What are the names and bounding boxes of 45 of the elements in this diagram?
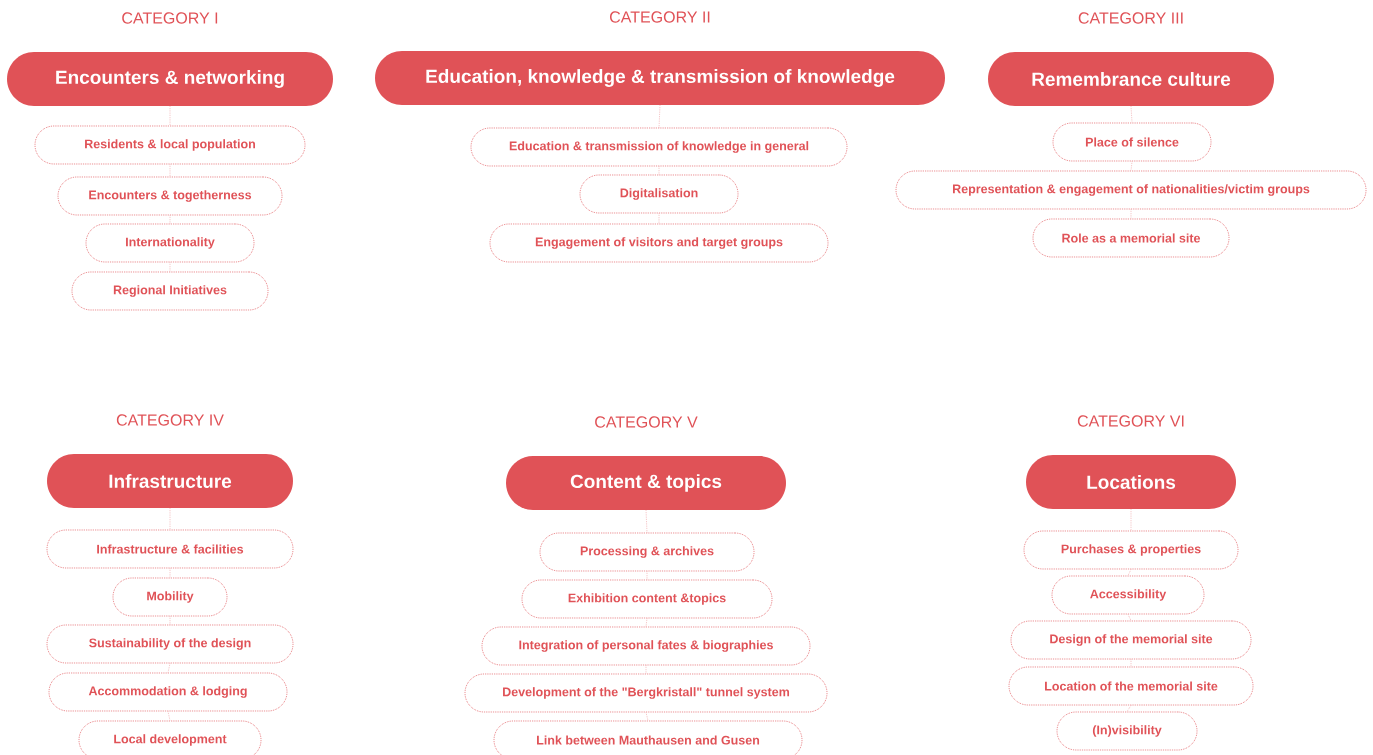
topic-pill: Internationality [85, 223, 255, 263]
connector-line [167, 711, 171, 721]
topic-pill: Residents & local population [34, 125, 306, 165]
topic-pill: Engagement of visitors and target groups [489, 223, 829, 263]
connector-line [645, 509, 648, 533]
topic-pill: Infrastructure & facilities [46, 529, 294, 569]
topic-pill: Development of the "Bergkristall" tunnel system [464, 673, 828, 713]
category-pill: Infrastructure [47, 454, 293, 508]
topic-pill: Representation & engagement of nationalities/victim groups [895, 170, 1367, 210]
topic-pill: Regional Initiatives [71, 271, 269, 311]
category-heading: CATEGORY IV [116, 414, 224, 426]
topic-pill: Accommodation & lodging [48, 672, 288, 712]
topic-pill: Mobility [112, 577, 228, 617]
category-heading: CATEGORY II [610, 11, 710, 23]
topic-pill: Link between Mauthausen and Gusen [493, 720, 803, 755]
category-pill: Remembrance culture [988, 52, 1274, 106]
topic-pill: Education & transmission of knowledge in general [470, 127, 848, 167]
topic-pill: Design of the memorial site [1010, 620, 1252, 660]
connector-line [1126, 705, 1132, 712]
topic-pill: Processing & archives [539, 532, 755, 572]
category-pill: Locations [1026, 455, 1236, 509]
topic-pill: Location of the memorial site [1008, 666, 1254, 706]
topic-pill: Sustainability of the design [46, 624, 294, 664]
connector-line [1127, 569, 1132, 576]
topic-pill: Purchases & properties [1023, 530, 1239, 570]
category-heading: CATEGORY III [1078, 12, 1183, 24]
connector-line [1130, 161, 1133, 171]
category-pill: Content & topics [506, 456, 786, 510]
category-heading: CATEGORY VI [1077, 415, 1184, 427]
topic-pill: Encounters & togetherness [57, 176, 283, 216]
category-heading: CATEGORY I [122, 12, 218, 24]
connector-line [1127, 614, 1132, 621]
category-pill: Encounters & networking [7, 52, 333, 106]
topic-pill: Exhibition content &topics [521, 579, 773, 619]
connector-line [658, 104, 661, 128]
topic-pill: (In)visibility [1056, 711, 1198, 751]
topic-pill: Integration of personal fates & biographies [481, 626, 811, 666]
category-heading: CATEGORY V [595, 416, 698, 428]
topic-pill: Digitalisation [579, 174, 739, 214]
connector-line [167, 663, 171, 673]
topic-pill: Accessibility [1051, 575, 1205, 615]
category-pill: Education, knowledge & transmission of knowledge [375, 51, 945, 105]
topic-pill: Place of silence [1052, 122, 1212, 162]
topic-pill: Local development [78, 720, 262, 755]
topic-pill: Role as a memorial site [1032, 218, 1230, 258]
